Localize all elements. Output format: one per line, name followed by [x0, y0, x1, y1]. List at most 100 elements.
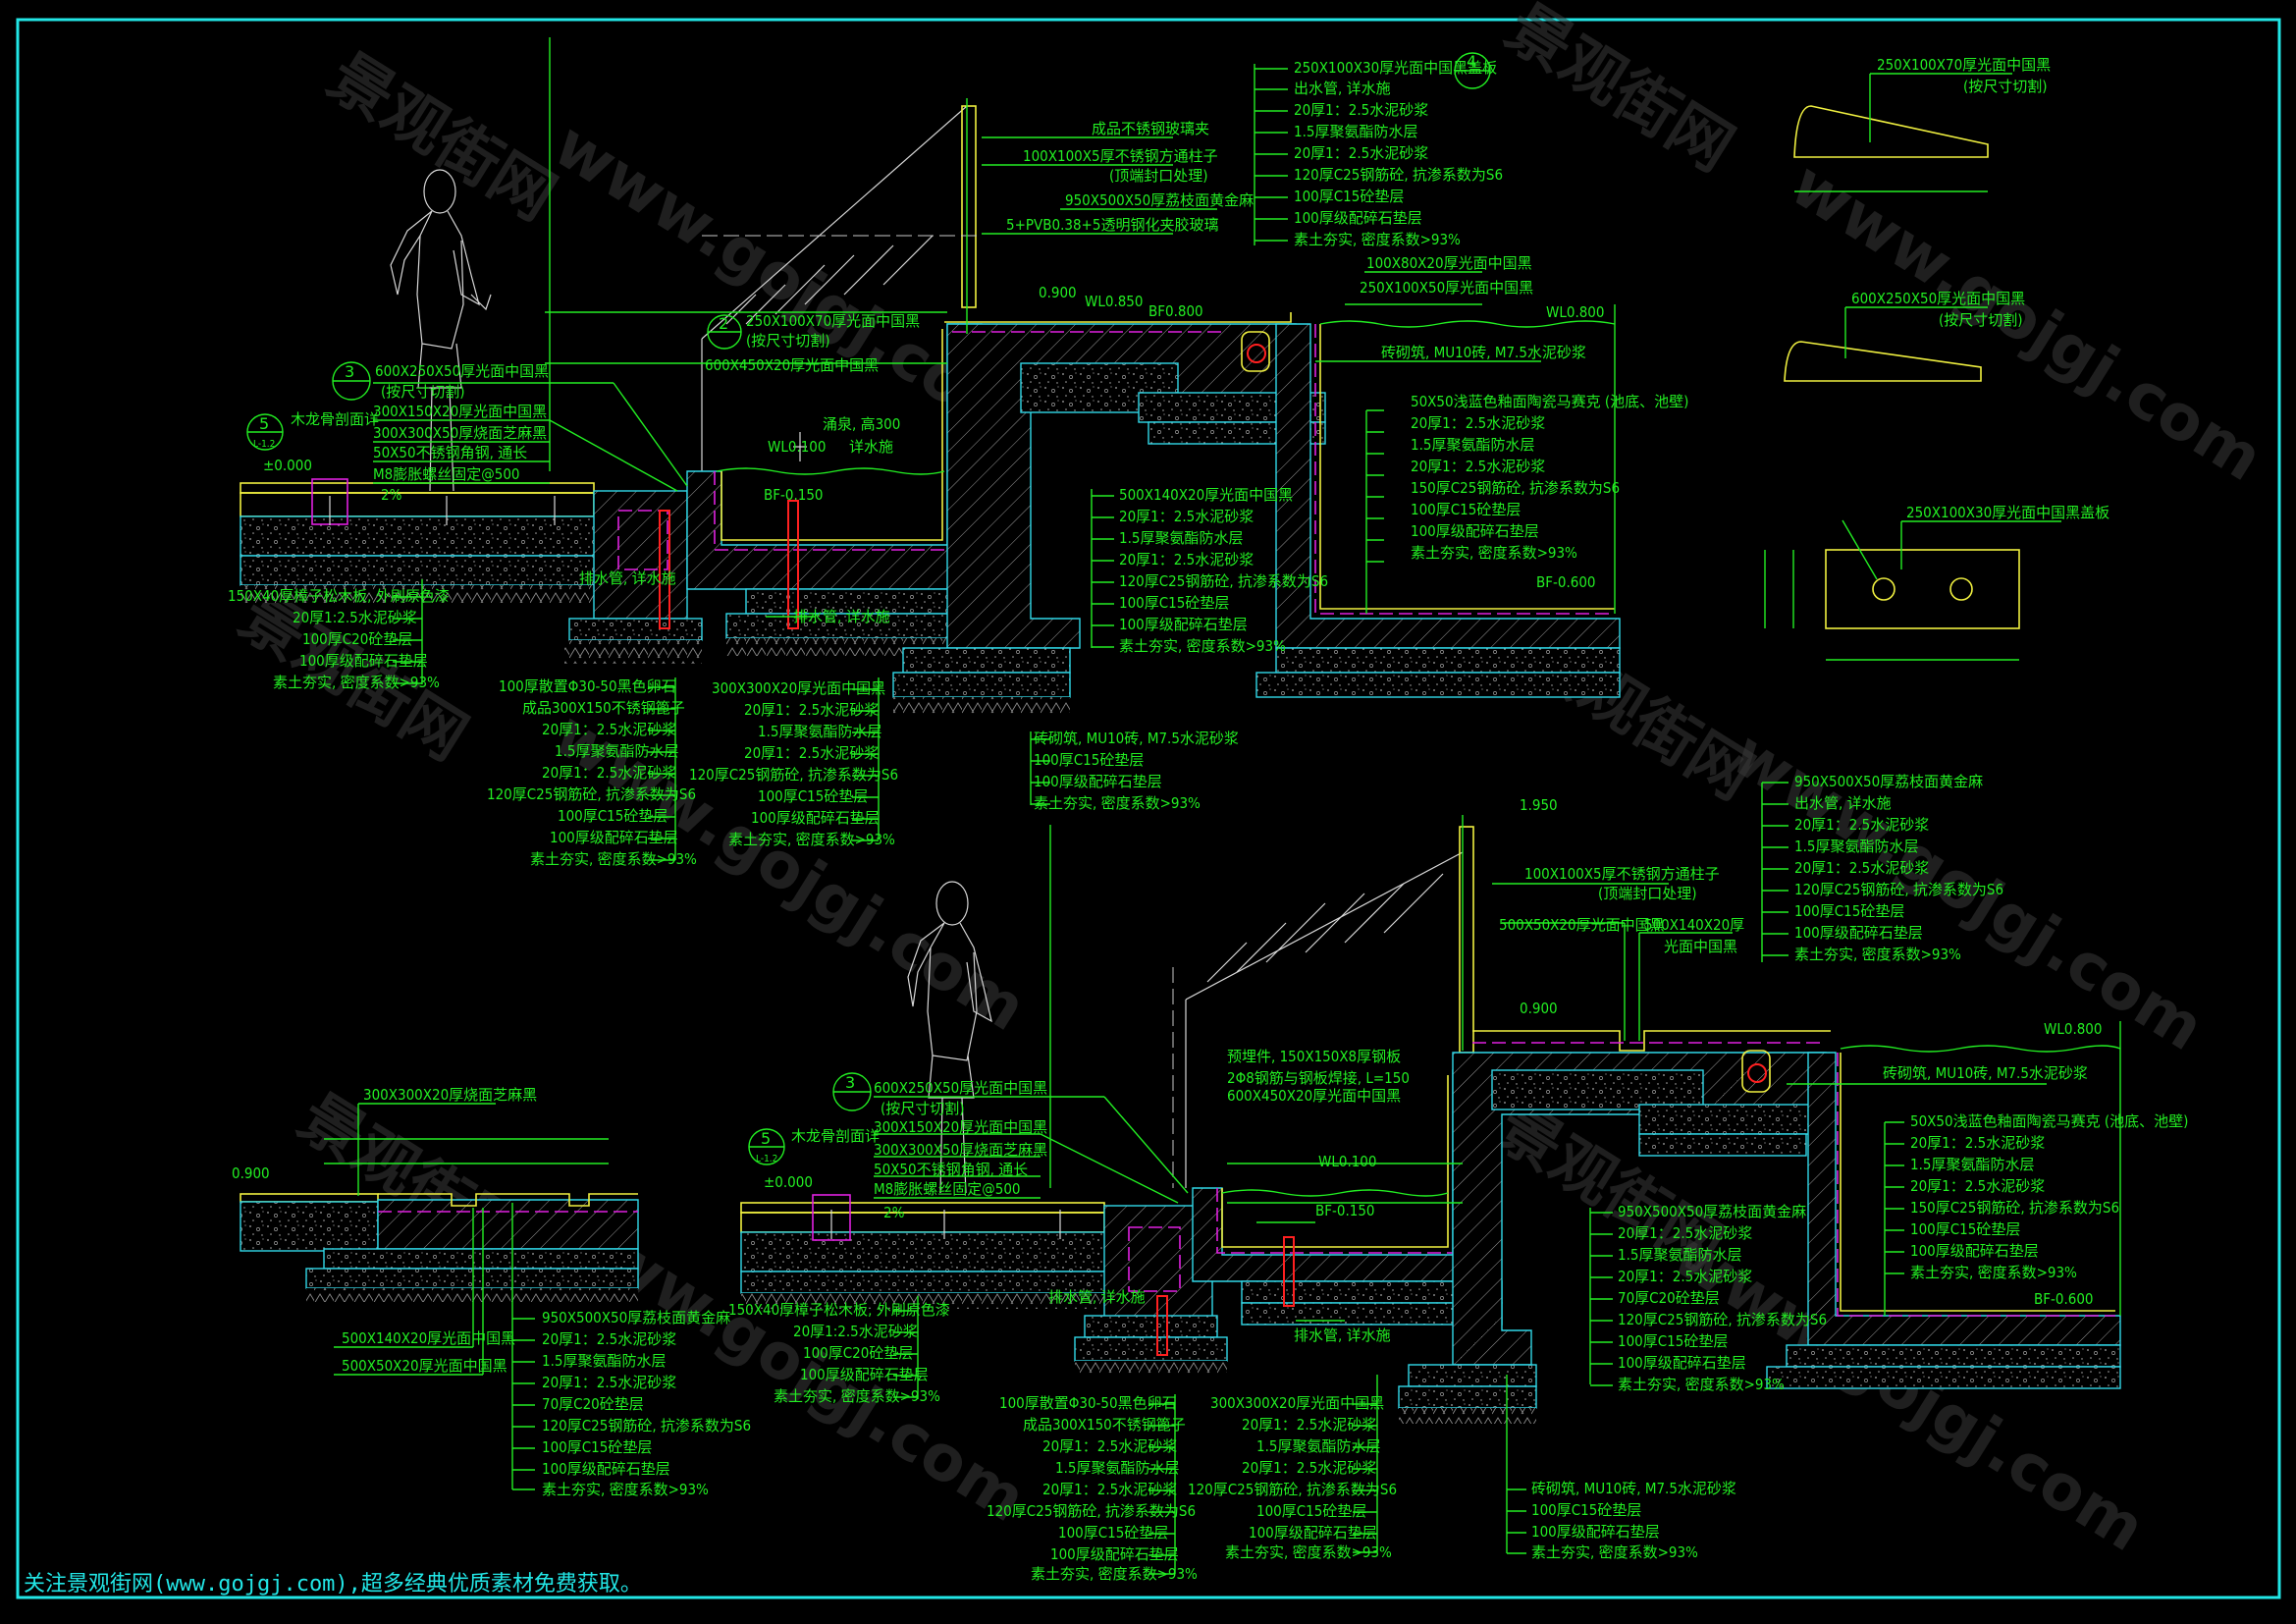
level-mark: BF-0.600 [1536, 573, 1596, 591]
label: 素土夯实, 密度系数>93% [728, 831, 895, 848]
label: 出水管, 详水施 [1794, 794, 1892, 812]
label: 150厚C25钢筋砼, 抗渗系数为S6 [1910, 1199, 2119, 1217]
label: 150X40厚樟子松木板, 外刷原色漆 [728, 1301, 950, 1319]
callout-number: 4 [1467, 52, 1476, 71]
callout-number: 5 [259, 414, 269, 433]
label: 100厚级配碎石垫层 [800, 1366, 929, 1383]
label: 100厚C15砼垫层 [1119, 594, 1229, 612]
label: 素土夯实, 密度系数>93% [1618, 1376, 1785, 1393]
label: 100厚级配碎石垫层 [1119, 616, 1248, 633]
label: 100X100X5厚不锈钢方通柱子 [1524, 865, 1720, 883]
label: 成品300X150不锈钢篦子 [1023, 1416, 1186, 1434]
label: (顶端封口处理) [1598, 885, 1697, 902]
label: 100厚C15砼垫层 [1531, 1501, 1641, 1519]
bottom-section: 3 5 L-1.2 木龙骨剖面详 1.950 0.900 ±0.000 2% W… [728, 773, 2188, 1583]
label: 600X450X20厚光面中国黑 [705, 356, 879, 374]
label: 950X500X50厚荔枝面黄金麻 [542, 1309, 730, 1326]
label: 300X150X20厚光面中国黑 [874, 1118, 1047, 1136]
label: 950X500X50厚荔枝面黄金麻 [1065, 191, 1254, 209]
label: 50X50浅蓝色釉面陶瓷马赛克 (池底、池壁) [1411, 393, 1688, 410]
label: 120厚C25钢筋砼, 抗渗系数为S6 [487, 785, 696, 803]
label: 100厚C20砼垫层 [803, 1344, 913, 1362]
label: 素土夯实, 密度系数>93% [542, 1481, 709, 1498]
label: 100X80X20厚光面中国黑 [1366, 254, 1532, 272]
label: 120厚C25钢筋砼, 抗渗系数为S6 [1618, 1311, 1827, 1328]
label: 20厚1：2.5水泥砂浆 [542, 1330, 676, 1348]
level-mark: WL0.100 [768, 438, 826, 456]
label: 300X300X50厚烧面芝麻黑 [874, 1141, 1047, 1159]
callout-5: 5 L-1.2 木龙骨剖面详 [748, 1127, 880, 1165]
watermark: www.gojgj.com [1779, 148, 2275, 496]
label: 100厚级配碎石垫层 [550, 829, 678, 846]
label: 20厚1：2.5水泥砂浆 [744, 744, 879, 762]
label: 20厚1：2.5水泥砂浆 [1910, 1134, 2045, 1152]
label: 100厚级配碎石垫层 [542, 1460, 670, 1478]
label: 素土夯实, 密度系数>93% [1411, 544, 1577, 562]
upper-platform [892, 312, 1326, 715]
label: 排水管, 详水施 [1048, 1288, 1146, 1306]
level-mark: 2% [381, 486, 402, 504]
label: 120厚C25钢筋砼, 抗渗系数为S6 [1119, 572, 1328, 590]
label: 1.5厚聚氨酯防水层 [1794, 838, 1918, 855]
label: 1.5厚聚氨酯防水层 [542, 1352, 666, 1370]
level-mark: BF-0.150 [764, 486, 824, 504]
label: 100厚C15砼垫层 [1034, 751, 1144, 769]
label: 1.5厚聚氨酯防水层 [1256, 1437, 1380, 1455]
label: 100厚散置Φ30-50黑色卵石 [499, 677, 676, 695]
callout-4: 4 [1454, 52, 1491, 89]
label: 素土夯实, 密度系数>93% [530, 850, 697, 868]
label: 50X50不锈钢角钢, 通长 [874, 1161, 1028, 1178]
label: 1.5厚聚氨酯防水层 [1910, 1156, 2034, 1173]
label: 1.5厚聚氨酯防水层 [1618, 1246, 1741, 1264]
label: 300X300X20厚光面中国黑 [712, 679, 885, 697]
callout-sheet: L-1.2 [253, 439, 275, 450]
label: 详水施 [849, 438, 893, 456]
label: 500X50X20厚光面中国黑 [342, 1357, 507, 1375]
label: 素土夯实, 密度系数>93% [1225, 1543, 1392, 1561]
label: 300X150X20厚光面中国黑 [373, 403, 547, 420]
callout-3: 3 [332, 361, 371, 401]
label: 120厚C25钢筋砼, 抗渗系数为S6 [1794, 881, 2003, 898]
label: 150X40厚樟子松木板, 外刷原色漆 [228, 587, 450, 605]
label: 砖砌筑, MU10砖, M7.5水泥砂浆 [1883, 1064, 2088, 1082]
label: 120厚C25钢筋砼, 抗渗系数为S6 [689, 766, 898, 784]
label: 70厚C20砼垫层 [542, 1395, 644, 1413]
leader-lines [373, 37, 1541, 861]
level-mark: BF-0.150 [1315, 1202, 1375, 1219]
label: 100厚C20砼垫层 [302, 630, 412, 648]
callout-3: 3 [832, 1072, 872, 1111]
label: 20厚1：2.5水泥砂浆 [1242, 1416, 1376, 1434]
detail-coping-250x100x70: 250X100X70厚光面中国黑 (按尺寸切割) [1793, 56, 2051, 192]
label: 100厚C15砼垫层 [542, 1438, 652, 1456]
label: 20厚1：2.5水泥砂浆 [1618, 1268, 1752, 1285]
callout-label: 木龙骨剖面详 [291, 410, 379, 428]
label: 100厚C15砼垫层 [758, 787, 868, 805]
label: 20厚1：2.5水泥砂浆 [1042, 1437, 1177, 1455]
label: 素土夯实, 密度系数>93% [1294, 231, 1461, 248]
top-section: 4 2 3 5 L-1.2 木龙骨剖面详 250X100X30厚光面中国黑盖板 … [228, 37, 1688, 868]
label: (按尺寸切割) [881, 1100, 965, 1117]
label: 950X500X50厚荔枝面黄金麻 [1618, 1203, 1806, 1220]
label: 2Φ8钢筋与钢板焊接, L=150 [1227, 1069, 1410, 1087]
label: (按尺寸切割) [381, 383, 465, 401]
wood-deck [240, 478, 600, 603]
level-mark: ±0.000 [764, 1173, 813, 1191]
level-mark: ±0.000 [263, 457, 312, 474]
label: (按尺寸切割) [746, 332, 830, 350]
label: 100厚级配碎石垫层 [1618, 1354, 1746, 1372]
label: 950X500X50厚荔枝面黄金麻 [1794, 773, 1983, 790]
label: 20厚1：2.5水泥砂浆 [1042, 1481, 1177, 1498]
label: 砖砌筑, MU10砖, M7.5水泥砂浆 [1034, 730, 1239, 747]
label: 20厚1：2.5水泥砂浆 [1794, 859, 1929, 877]
label: 500X140X20厚 [1644, 916, 1744, 934]
label: 20厚1：2.5水泥砂浆 [1119, 551, 1254, 568]
label: 素土夯实, 密度系数>93% [1910, 1264, 2077, 1281]
callout-sheet: L-1.2 [756, 1154, 777, 1164]
label: 出水管, 详水施 [1294, 80, 1391, 97]
label: 光面中国黑 [1664, 938, 1737, 955]
level-mark: WL0.850 [1085, 293, 1143, 310]
bottom-left-detail: 300X300X20厚烧面芝麻黑 0.900 500X140X20厚光面中国黑 … [232, 1086, 751, 1498]
callout-number: 3 [345, 362, 354, 381]
level-mark: 0.900 [232, 1164, 270, 1182]
label: 素土夯实, 密度系数>93% [1119, 637, 1286, 655]
